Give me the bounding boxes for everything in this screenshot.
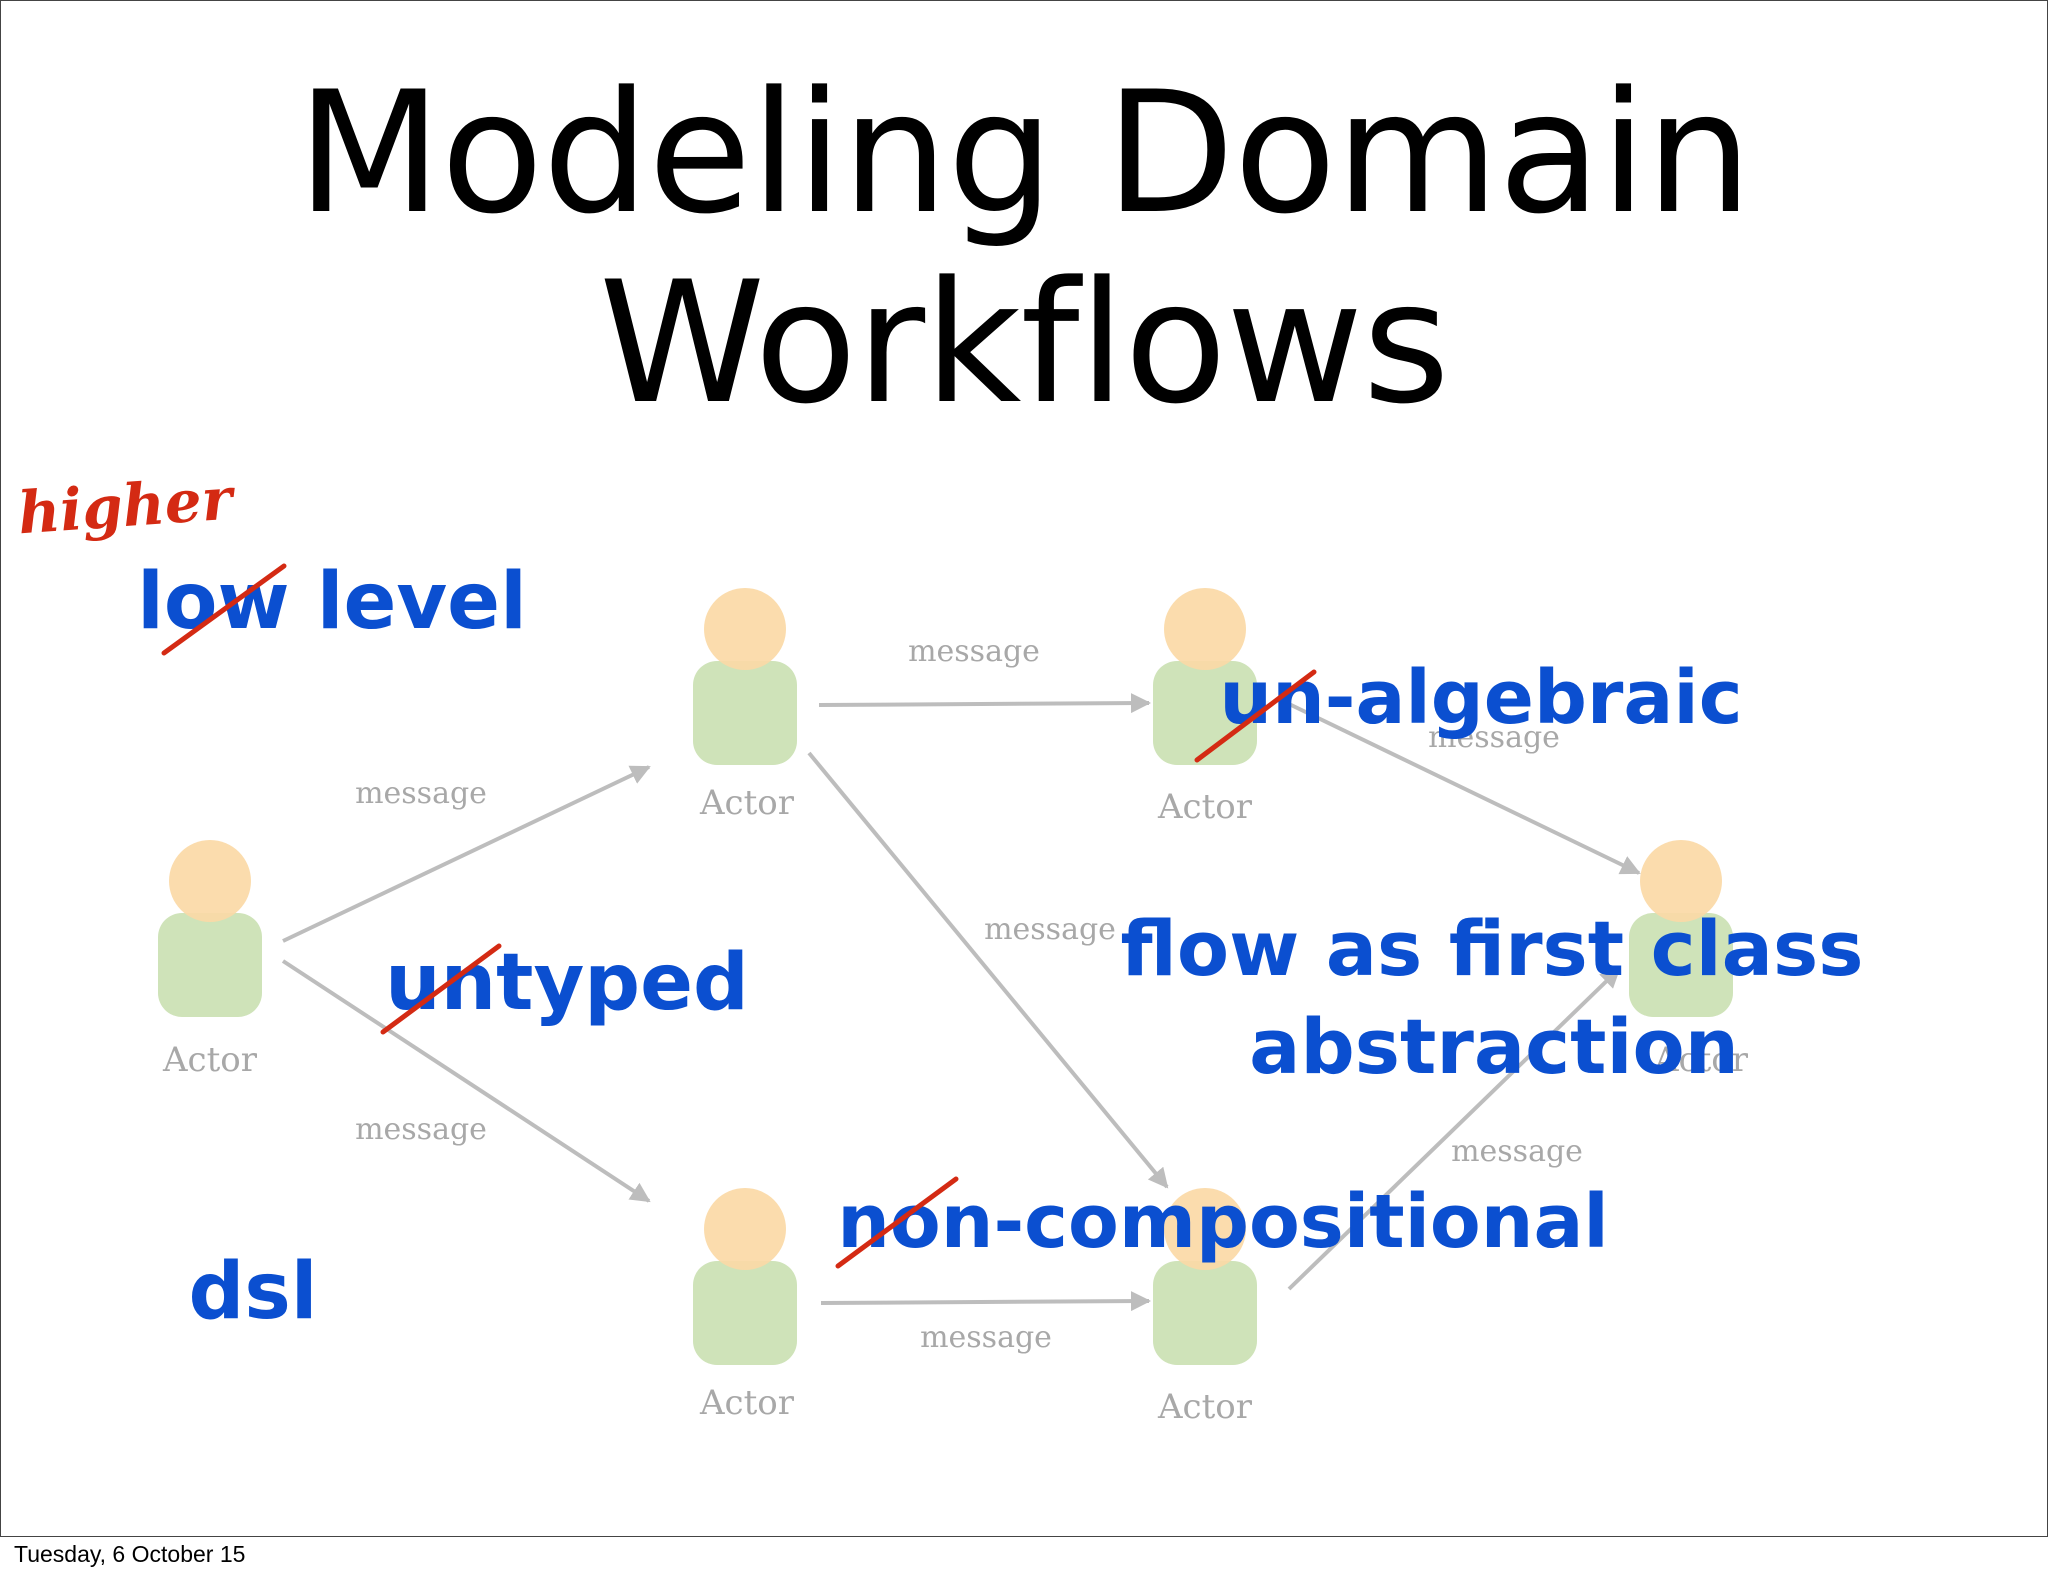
arrow-b-e [807, 751, 1169, 1189]
annotation-higher: higher [15, 464, 235, 548]
actor-d-label: Actor [1158, 787, 1252, 827]
arrow-c-e [820, 1291, 1151, 1312]
message-label-c-e: message [920, 1320, 1052, 1355]
arrow-e-f [1287, 967, 1621, 1291]
message-label-d-f: message [1428, 720, 1560, 755]
annotation-untyped: untyped [385, 938, 749, 1028]
actor-f-body [1629, 913, 1733, 1017]
actor-c-body [693, 1261, 797, 1365]
actor-workflow-diagram [158, 588, 1733, 1365]
actor-f [1629, 840, 1733, 1017]
message-label-b-d: message [908, 634, 1040, 669]
annotation-non-compositional: non-compositional [837, 1179, 1609, 1265]
title-line-2: Workflows [599, 245, 1450, 441]
message-label-a-b: message [355, 776, 487, 811]
actor-e-body [1153, 1261, 1257, 1365]
message-label-a-c: message [355, 1112, 487, 1147]
actor-c-head [704, 1188, 786, 1270]
message-label-b-e: message [984, 912, 1116, 947]
arrow-d-f [1286, 701, 1641, 875]
actor-a-label: Actor [163, 1040, 257, 1080]
actor-a [158, 840, 262, 1017]
actor-f-head [1640, 840, 1722, 922]
annotation-dsl: dsl [188, 1247, 318, 1337]
actor-a-body [158, 913, 262, 1017]
actor-b-head [704, 588, 786, 670]
actor-b-body [693, 661, 797, 765]
actor-e-head [1164, 1188, 1246, 1270]
annotation-flow-line-1: flow as first class [1120, 904, 1864, 993]
actor-a-head [169, 840, 251, 922]
actor-e-label: Actor [1158, 1387, 1252, 1427]
actor-b [693, 588, 797, 765]
slide: Modeling Domain Workflows Actor Actor Ac… [0, 0, 2048, 1537]
footer-date: Tuesday, 6 October 15 [14, 1541, 246, 1567]
actor-e [1153, 1188, 1257, 1365]
actor-c [693, 1188, 797, 1365]
arrow-b-d [818, 693, 1151, 714]
actor-b-label: Actor [700, 783, 794, 823]
annotation-un-algebraic: un-algebraic [1219, 655, 1743, 741]
actor-f-label: Actor [1654, 1040, 1748, 1080]
arrow-a-c [281, 959, 651, 1203]
actor-c-label: Actor [700, 1383, 794, 1423]
annotation-low-level: low level [137, 557, 527, 647]
message-label-e-f: message [1451, 1134, 1583, 1169]
actor-d-head [1164, 588, 1246, 670]
arrow-a-b [282, 765, 651, 943]
annotation-flow-line-2: abstraction [1249, 1002, 1739, 1091]
title-line-1: Modeling Domain [296, 55, 1753, 251]
